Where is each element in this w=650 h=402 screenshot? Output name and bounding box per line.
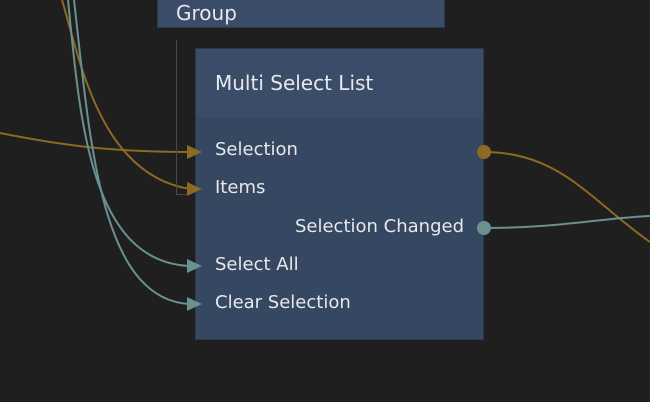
input-port-selection[interactable]: Selection <box>215 139 298 160</box>
node-title: Multi Select List <box>215 71 374 95</box>
group-node-title: Group <box>176 1 237 25</box>
input-port-items[interactable]: Items <box>215 177 266 198</box>
wire-selection-in[interactable] <box>0 132 191 153</box>
wire-select-all-in[interactable] <box>67 0 191 267</box>
group-node[interactable]: Group <box>157 0 445 28</box>
input-port-select-all[interactable]: Select All <box>215 254 299 275</box>
node-header[interactable]: Multi Select List <box>196 49 483 118</box>
group-bracket <box>176 40 189 195</box>
wire-selection-changed-out[interactable] <box>483 215 650 229</box>
multi-select-list-node[interactable]: Multi Select List Selection Items Select… <box>195 48 484 340</box>
output-port-selection-changed[interactable]: Selection Changed <box>294 216 464 237</box>
input-port-clear-selection[interactable]: Clear Selection <box>215 292 351 313</box>
wire-selection-out[interactable] <box>483 151 650 243</box>
wire-items-in[interactable] <box>61 0 191 190</box>
wire-clear-selection-in[interactable] <box>73 0 191 305</box>
